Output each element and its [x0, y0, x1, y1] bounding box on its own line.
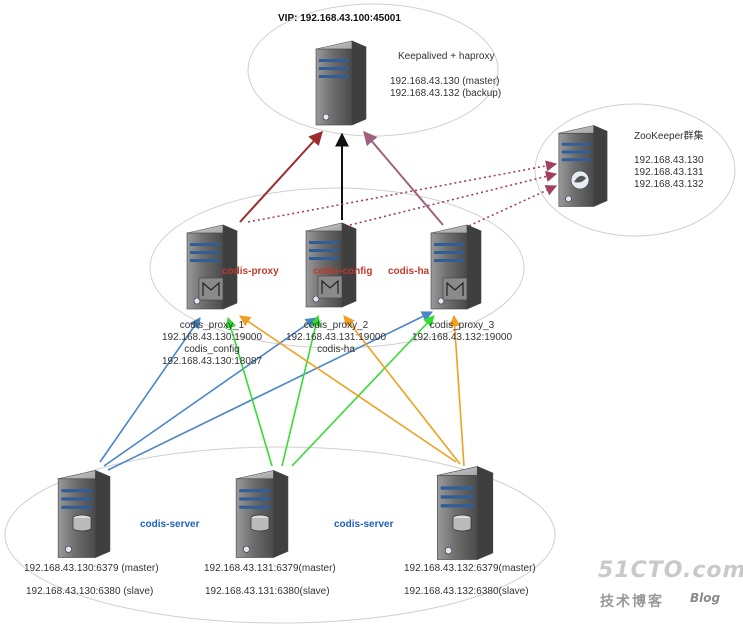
proxy1-name: codis_proxy_1: [179, 320, 245, 331]
arrow-server2-to-proxy2: [281, 314, 322, 467]
arrow-server2-to-proxy1: [225, 316, 273, 467]
proxy3-address: 192.168.43.132:19000: [411, 332, 513, 343]
proxy2-ha-name: codis-ha: [317, 344, 355, 355]
server2-master: 192.168.43.131:6379(master): [204, 563, 336, 574]
arrow-server1-to-proxy1: [99, 317, 201, 463]
zookeeper-group-ellipse: [534, 103, 736, 237]
proxy3-info: codis_proxy_3 192.168.43.132:19000: [402, 320, 522, 344]
proxy1-config-name: codis_config: [184, 344, 240, 355]
role-codis-config: codis-config: [313, 266, 373, 277]
zookeeper-title: ZooKeeper群集: [634, 131, 704, 142]
arrow-server2-to-proxy3: [291, 315, 435, 467]
server1-slave: 192.168.43.130:6380 (slave): [26, 586, 154, 597]
keepalived-title: Keepalived + haproxy: [398, 51, 495, 62]
watermark-logo: 51CTO.com: [598, 558, 743, 583]
server3-master: 192.168.43.132:6379(master): [404, 563, 536, 574]
arrow-server3-to-proxy1: [239, 315, 457, 463]
role-codis-ha: codis-ha: [388, 266, 430, 277]
proxy2-server-icon: [305, 222, 357, 308]
vip-label: VIP: 192.168.43.100:45001: [278, 13, 401, 24]
arrow-proxy3-to-lb: [363, 130, 444, 226]
arrow-proxy1-to-lb: [239, 130, 323, 223]
proxy3-name: codis_proxy_3: [429, 320, 495, 331]
role-codis-server-1: codis-server: [140, 519, 200, 530]
arrow-server1-to-proxy3: [107, 311, 434, 471]
arrow-server3-to-proxy3: [449, 314, 465, 467]
arrow-server3-to-proxy2: [343, 315, 461, 465]
proxy1-server-icon: [186, 224, 238, 310]
server-group-ellipse: [4, 446, 556, 624]
role-codis-server-2: codis-server: [334, 519, 394, 530]
watermark-subtitle: 技术博客: [600, 594, 664, 610]
zookeeper-ip-3: 192.168.43.132: [634, 179, 704, 190]
proxy2-name: codis_proxy_2: [303, 320, 369, 331]
proxy2-address: 192.168.43.131:19000: [285, 332, 387, 343]
zookeeper-ip-2: 192.168.43.131: [634, 167, 704, 178]
keepalived-server-icon: [315, 40, 367, 126]
server2-icon: [235, 469, 289, 559]
keepalived-ip-master: 192.168.43.130 (master): [390, 76, 500, 87]
watermark-blog: Blog: [690, 591, 721, 605]
proxy-group-ellipse: [149, 187, 525, 349]
proxy1-address: 192.168.43.130:19000: [161, 332, 263, 343]
server1-icon: [57, 469, 111, 559]
keepalived-ip-backup: 192.168.43.132 (backup): [390, 88, 502, 99]
server3-slave: 192.168.43.132:6380(slave): [404, 586, 529, 597]
zookeeper-ip-1: 192.168.43.130: [634, 155, 704, 166]
proxy1-info: codis_proxy_1 192.168.43.130:19000 codis…: [152, 320, 272, 368]
server1-master: 192.168.43.130:6379 (master): [24, 563, 159, 574]
proxy2-info: codis_proxy_2 192.168.43.131:19000 codis…: [276, 320, 396, 356]
server3-icon: [436, 465, 494, 561]
proxy1-config-address: 192.168.43.130:18087: [161, 356, 263, 367]
proxy3-server-icon: [430, 224, 482, 310]
arrow-proxy1-to-zk: [247, 160, 558, 223]
zookeeper-server-icon: [558, 124, 608, 208]
arrow-proxy2-to-zk: [349, 170, 558, 226]
server2-slave: 192.168.43.131:6380(slave): [205, 586, 330, 597]
role-codis-proxy: codis-proxy: [222, 266, 279, 277]
